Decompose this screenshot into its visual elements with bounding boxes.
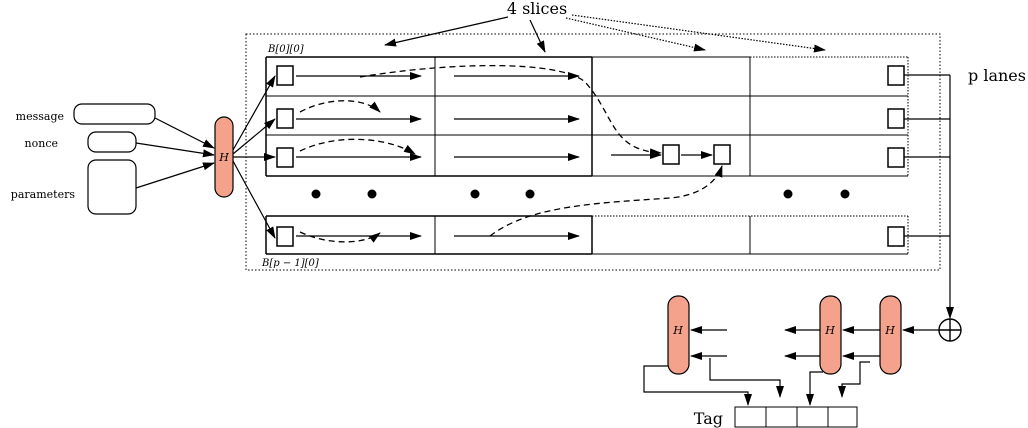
nonce-box [87, 131, 137, 153]
tag-arrows [643, 358, 870, 406]
dot-icon [525, 189, 535, 199]
hash-label-final-1: H [884, 324, 895, 337]
dot-icon [783, 189, 793, 199]
last-blocks [887, 65, 905, 247]
lanes-label: p lanes [968, 66, 1026, 85]
hash-box-final-1 [879, 295, 902, 375]
memory-grid [265, 56, 909, 255]
message-label: message [16, 110, 64, 123]
parameters-label: parameters [11, 188, 76, 201]
hash-chain-arrows [690, 326, 939, 360]
input-arrows [135, 117, 215, 189]
xor-collector [904, 74, 954, 319]
block-last-label: B[p − 1][0] [261, 258, 319, 269]
slices-arrows [384, 14, 826, 53]
hash-to-lanes-arrows [232, 75, 276, 239]
dot-icon [470, 189, 480, 199]
dot-icon [367, 189, 377, 199]
block-first-label: B[0][0] [267, 44, 304, 55]
hash-label-initial: H [218, 151, 229, 164]
slice3-blocks [662, 144, 731, 165]
tag-box [734, 406, 858, 428]
tag-label: Tag [694, 409, 723, 428]
final-hashes [667, 295, 902, 375]
nonce-label: nonce [25, 137, 58, 150]
hash-box-final-3 [667, 295, 690, 375]
ellipsis-dots [311, 189, 850, 199]
first-blocks [276, 65, 294, 247]
hash-label-final-3: H [672, 324, 683, 337]
dot-icon [840, 189, 850, 199]
slices-label: 4 slices [507, 0, 567, 18]
parameters-box [87, 159, 137, 215]
hash-label-final-2: H [824, 324, 835, 337]
message-box [73, 103, 156, 125]
reference-arcs [299, 64, 723, 243]
dot-icon [311, 189, 321, 199]
memory-outline [245, 33, 941, 271]
lane-arrows [296, 72, 713, 240]
hash-box-final-2 [819, 295, 842, 375]
xor-icon [938, 318, 962, 342]
